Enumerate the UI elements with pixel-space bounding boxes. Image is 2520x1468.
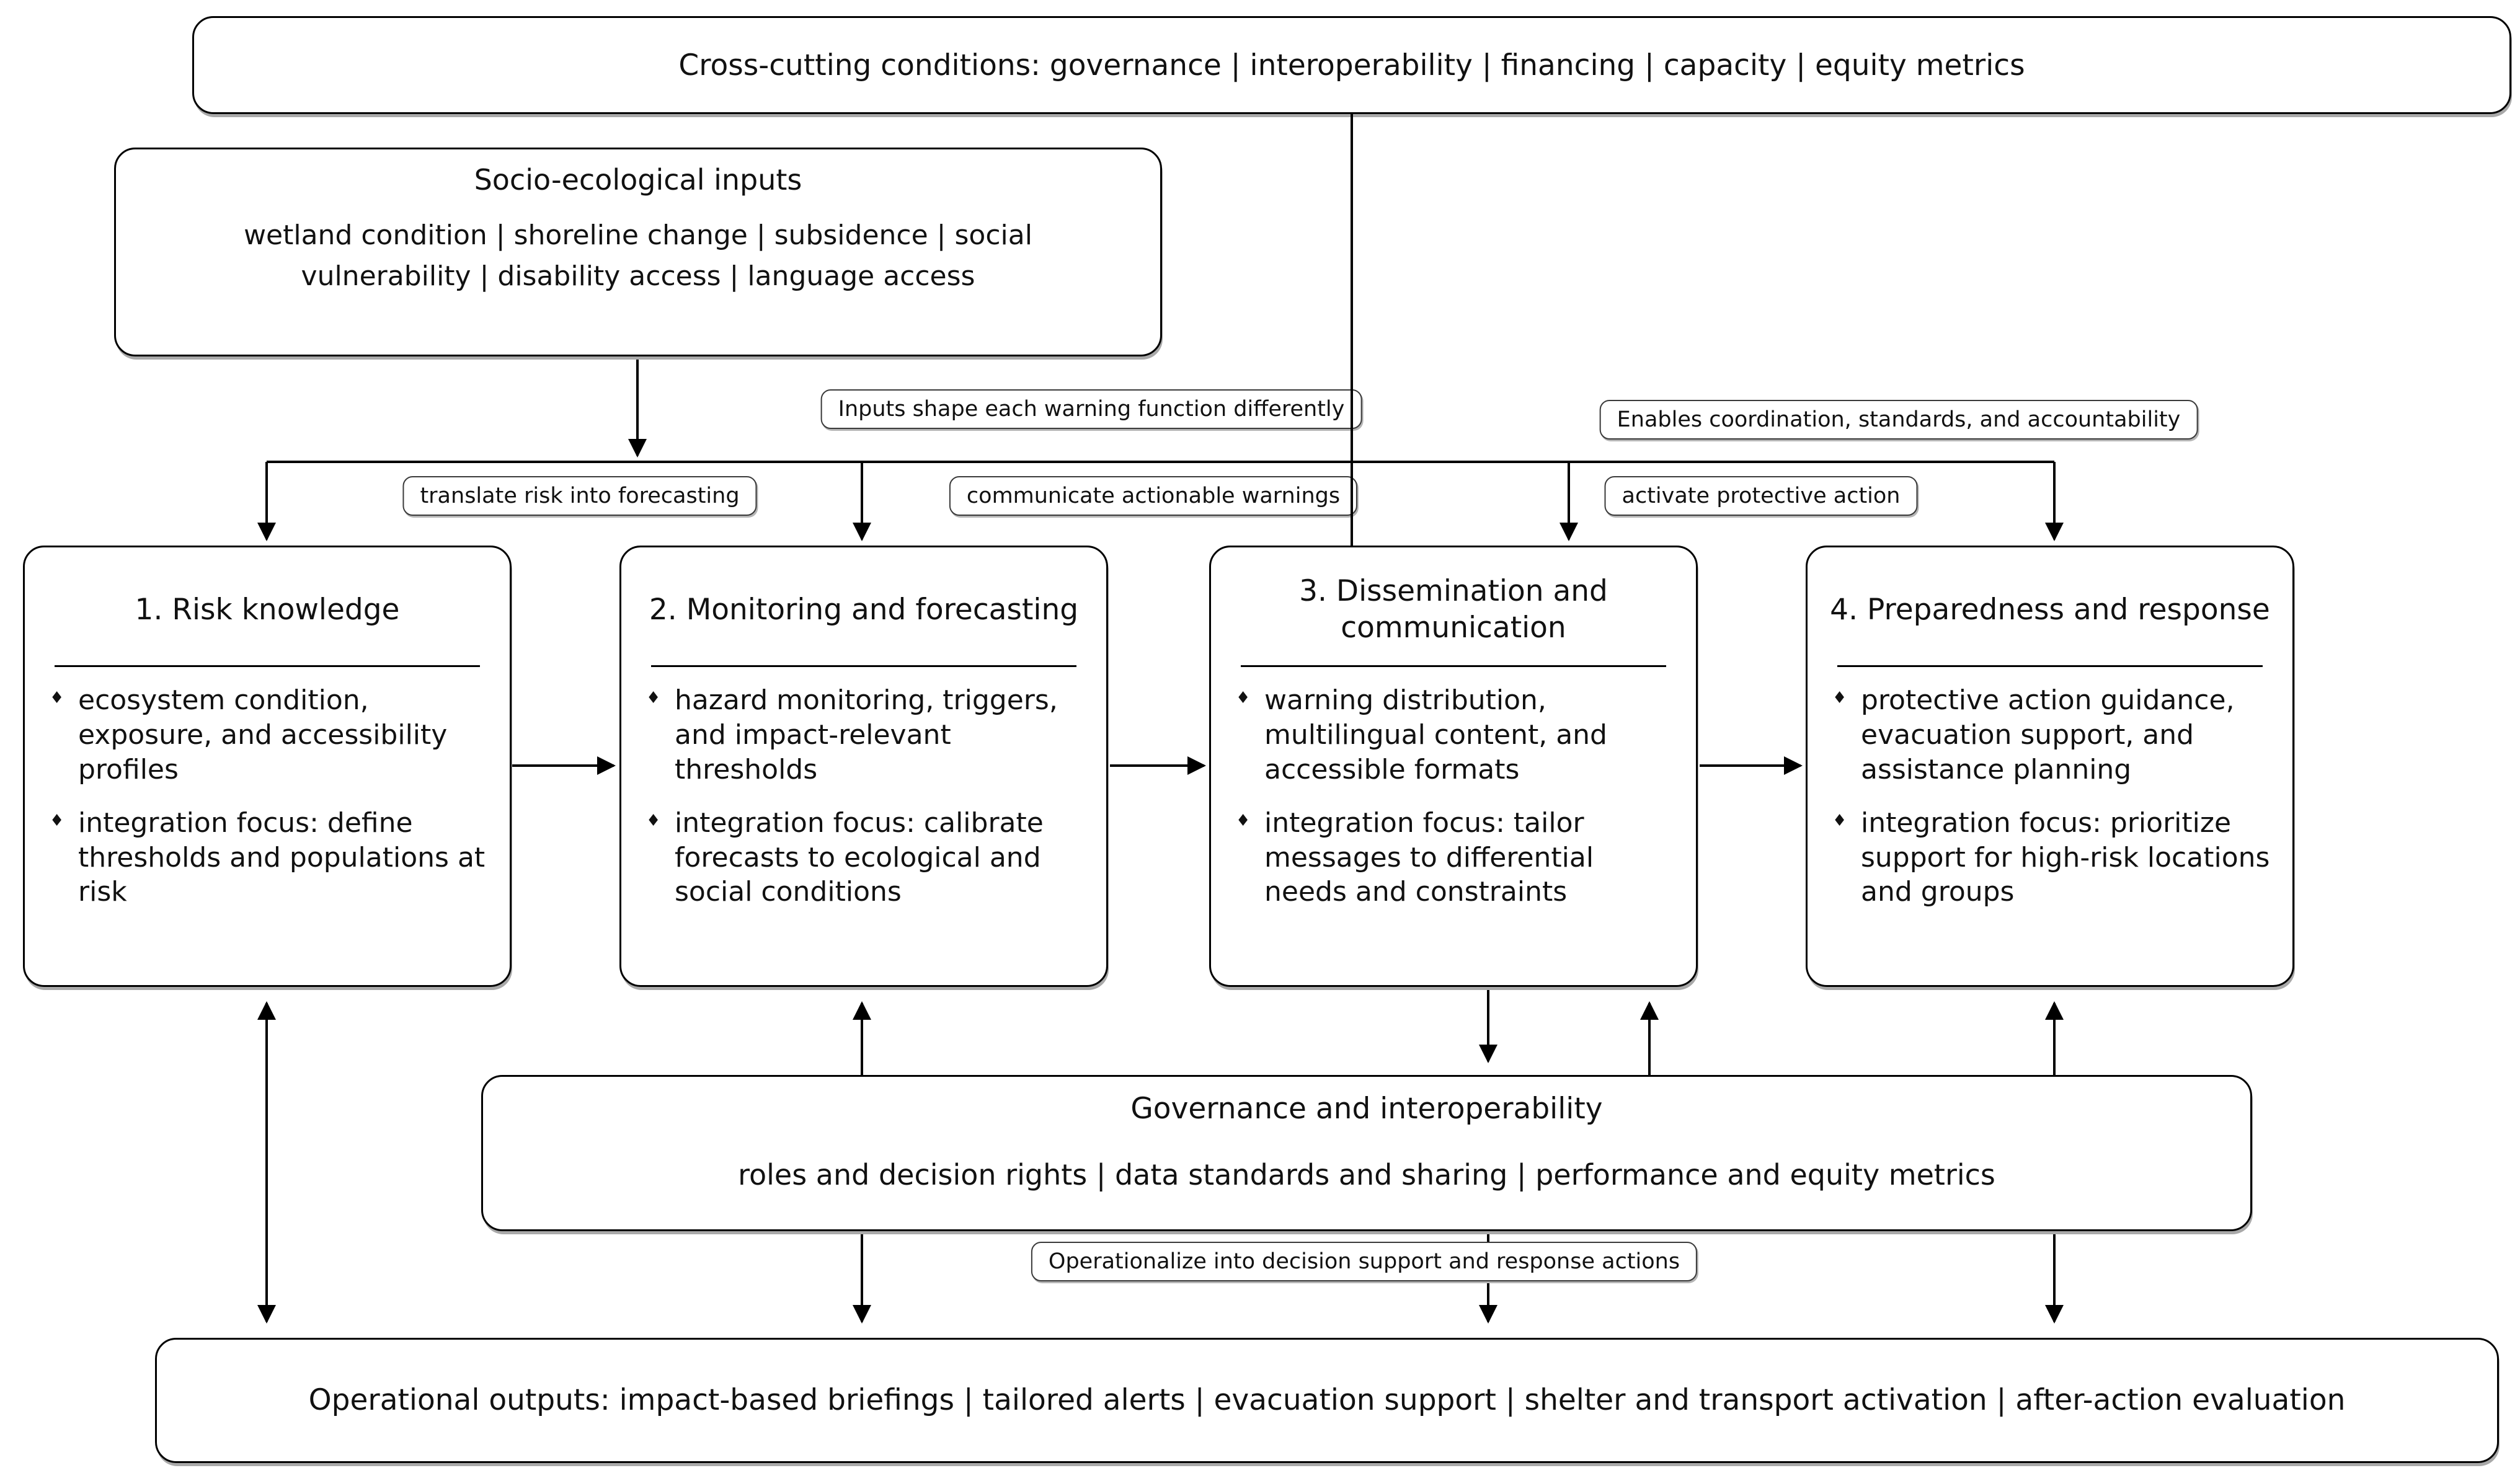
socio-ecological-inputs-title: Socio-ecological inputs <box>474 163 802 197</box>
bullet-item: integration focus: prioritize support fo… <box>1829 806 2271 910</box>
title-divider <box>55 665 480 667</box>
dissemination-communication-bullets: warning distribution, multilingual conte… <box>1232 683 1675 909</box>
bullet-item: warning distribution, multilingual conte… <box>1232 683 1675 787</box>
governance-body: roles and decision rights | data standar… <box>738 1158 1995 1192</box>
operational-outputs-box: Operational outputs: impact-based briefi… <box>155 1338 2499 1463</box>
cross-cutting-conditions-text: Cross-cutting conditions: governance | i… <box>678 48 2025 82</box>
bullet-item: integration focus: tailor messages to di… <box>1232 806 1675 910</box>
governance-title: Governance and interoperability <box>1130 1092 1603 1126</box>
cross-cutting-conditions-box: Cross-cutting conditions: governance | i… <box>192 16 2511 114</box>
preparedness-response-box: 4. Preparedness and response protective … <box>1806 546 2294 987</box>
risk-knowledge-box: 1. Risk knowledge ecosystem condition, e… <box>23 546 512 987</box>
bullet-item: protective action guidance, evacuation s… <box>1829 683 2271 787</box>
monitoring-forecasting-title: 2. Monitoring and forecasting <box>649 592 1079 627</box>
label-translate-risk: translate risk into forecasting <box>402 476 757 516</box>
cross-cutting-vertical-line <box>1351 114 1353 546</box>
label-inputs-shape: Inputs shape each warning function diffe… <box>820 389 1362 429</box>
label-enables-coordination: Enables coordination, standards, and acc… <box>1599 400 2198 440</box>
label-activate-action: activate protective action <box>1604 476 1918 516</box>
title-divider <box>1837 665 2263 667</box>
title-divider <box>1241 665 1666 667</box>
bullet-item: integration focus: define thresholds and… <box>46 806 489 910</box>
risk-knowledge-title: 1. Risk knowledge <box>135 592 400 627</box>
operational-outputs-text: Operational outputs: impact-based briefi… <box>308 1382 2346 1417</box>
risk-knowledge-bullets: ecosystem condition, exposure, and acces… <box>46 683 489 909</box>
label-communicate-warnings: communicate actionable warnings <box>949 476 1358 516</box>
dissemination-communication-title: 3. Dissemination and communication <box>1299 574 1608 645</box>
bullet-item: integration focus: calibrate forecasts t… <box>642 806 1085 910</box>
title-divider <box>651 665 1076 667</box>
bullet-item: ecosystem condition, exposure, and acces… <box>46 683 489 787</box>
label-operationalize: Operationalize into decision support and… <box>1031 1242 1698 1281</box>
preparedness-response-title: 4. Preparedness and response <box>1830 592 2270 627</box>
bullet-item: hazard monitoring, triggers, and impact-… <box>642 683 1085 787</box>
monitoring-forecasting-box: 2. Monitoring and forecasting hazard mon… <box>619 546 1108 987</box>
preparedness-response-bullets: protective action guidance, evacuation s… <box>1829 683 2271 909</box>
monitoring-forecasting-bullets: hazard monitoring, triggers, and impact-… <box>642 683 1085 909</box>
dissemination-communication-box: 3. Dissemination and communication warni… <box>1209 546 1698 987</box>
socio-ecological-inputs-body: wetland condition | shoreline change | s… <box>244 219 1032 292</box>
socio-ecological-inputs-box: Socio-ecological inputs wetland conditio… <box>114 148 1162 356</box>
governance-interoperability-box: Governance and interoperability roles an… <box>481 1075 2252 1231</box>
